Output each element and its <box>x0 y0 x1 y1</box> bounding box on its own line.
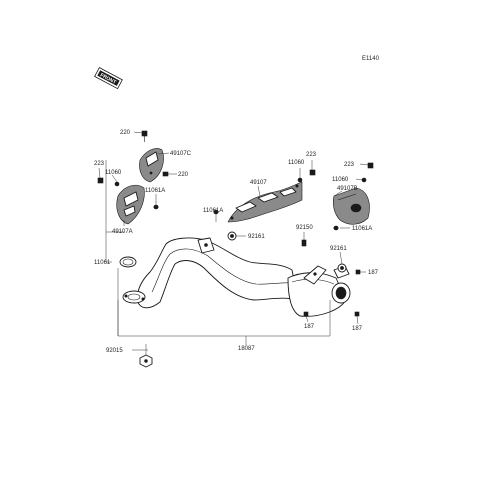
exhaust-pipe <box>122 237 299 309</box>
label-92161-right: 92161 <box>330 246 347 252</box>
heat-guard-center <box>227 181 303 223</box>
label-223-left: 223 <box>94 161 105 167</box>
label-11060-left: 11060 <box>105 170 122 176</box>
label-220-top: 220 <box>120 130 131 136</box>
label-49107: 49107 <box>250 180 267 186</box>
leader-lines <box>98 131 369 355</box>
label-49107b: 49107B <box>337 186 358 192</box>
gasket-ring <box>119 256 137 268</box>
label-11060-far-right: 11060 <box>332 177 349 183</box>
label-11061a-left: 11061A <box>145 188 165 194</box>
label-92161-mid: 92161 <box>248 234 265 240</box>
label-187-bottom-left: 187 <box>304 324 315 330</box>
label-187-right: 187 <box>368 270 379 276</box>
heat-guard-upper-left <box>139 148 164 183</box>
label-49107a: 49107A <box>112 229 133 235</box>
label-18087: 18087 <box>238 346 255 352</box>
heat-guard-right <box>332 187 370 225</box>
label-223-center: 223 <box>306 152 317 158</box>
label-220-right: 220 <box>178 172 189 178</box>
label-187-bottom-right: 187 <box>352 326 363 332</box>
label-11061a-mid: 11061A <box>203 208 223 214</box>
part-labels: 220 49107C 220 223 11060 11061A 49107A 4… <box>94 130 379 354</box>
front-stamp: FRONT <box>94 67 123 90</box>
label-92150: 92150 <box>296 225 313 231</box>
label-92015: 92015 <box>106 348 123 354</box>
heat-guard-left <box>116 184 145 225</box>
fasteners <box>97 130 374 368</box>
muffler <box>287 265 351 317</box>
label-11061a-right: 11061A <box>352 226 372 232</box>
label-11061: 11061 <box>94 260 111 266</box>
label-49107c: 49107C <box>170 151 192 157</box>
label-11060-right: 11060 <box>288 160 305 166</box>
diagram-code: E1140 <box>362 56 380 62</box>
label-223-right: 223 <box>344 162 355 168</box>
